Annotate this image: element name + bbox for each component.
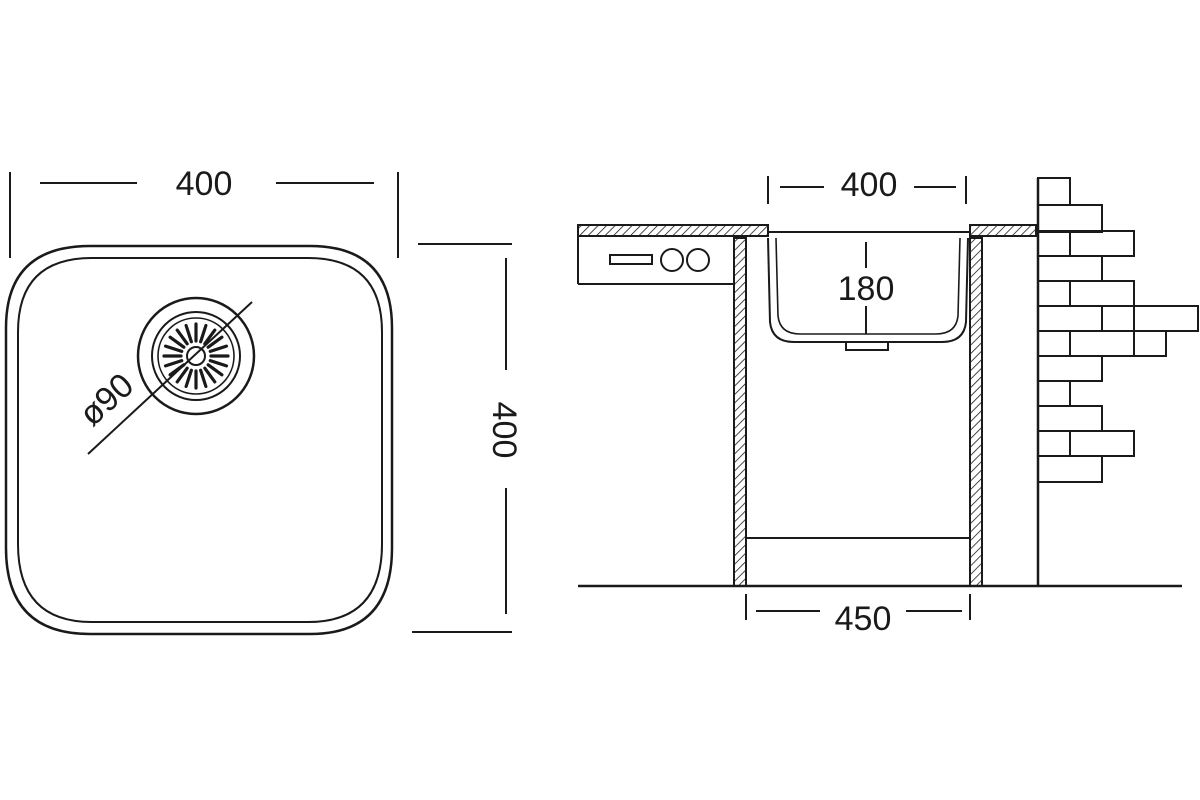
top-depth-label: 400 <box>485 402 523 459</box>
appliance-controls <box>609 248 710 272</box>
bowl-width-dimension: 400 <box>767 166 967 204</box>
top-width-dimension: 400 <box>9 165 399 258</box>
top-width-label: 400 <box>176 165 233 203</box>
side-view: 400 <box>577 166 1199 638</box>
drain-slot <box>168 335 186 349</box>
drain-slot <box>199 323 208 344</box>
drain-slot <box>199 368 208 389</box>
bowl-width-label: 400 <box>841 166 898 204</box>
drain-strainer <box>136 296 256 416</box>
top-depth-dimension: 400 <box>412 243 523 633</box>
top-view: 400 400 ø90 <box>4 165 523 636</box>
drain-slots <box>162 322 230 390</box>
bowl-depth-dimension: 180 <box>838 242 895 334</box>
drain-slot <box>203 366 217 384</box>
brick-wall <box>1036 177 1199 586</box>
drain-slot <box>163 359 184 368</box>
drain-slot <box>184 323 193 344</box>
drain-diameter-label: ø90 <box>72 366 141 433</box>
cabinet-width-dimension: 450 <box>745 594 971 638</box>
bowl-depth-label: 180 <box>838 270 895 308</box>
cabinet-width-label: 450 <box>835 600 892 638</box>
drain-slot <box>175 366 189 384</box>
sink-outer-outline <box>4 244 394 636</box>
drain-slot <box>184 368 193 389</box>
sink-inner-outline <box>17 257 383 623</box>
drain-diameter-leader <box>87 301 253 455</box>
countertop <box>577 224 1037 285</box>
drain-slot <box>208 344 229 353</box>
drain-slot <box>208 359 229 368</box>
drain-slot <box>163 344 184 353</box>
drain-slot <box>206 363 224 377</box>
drain-slot <box>206 335 224 349</box>
drain-slot <box>203 328 217 346</box>
cabinet <box>578 237 1182 588</box>
sink-bowl-section <box>767 231 970 351</box>
drain-slot <box>175 328 189 346</box>
